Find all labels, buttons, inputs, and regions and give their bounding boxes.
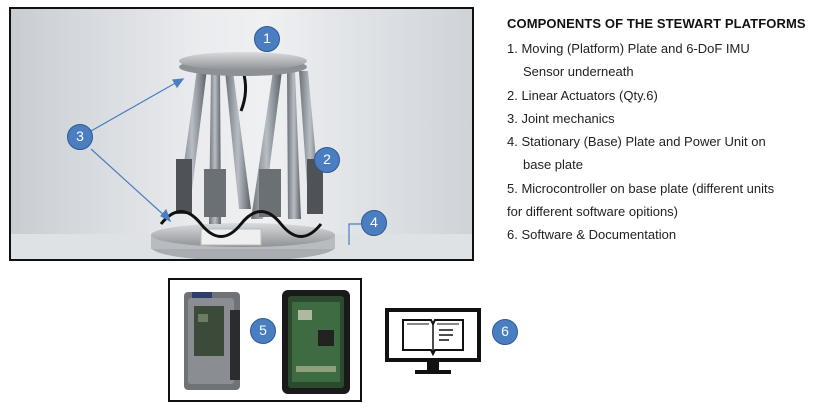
badge-3: 3 <box>67 124 93 150</box>
component-item-3-line1: 3. Joint mechanics <box>507 110 615 126</box>
component-item-3: 3. Joint mechanics <box>507 107 819 130</box>
callout-arrows <box>90 78 363 245</box>
badge-6: 6 <box>492 319 518 345</box>
badge-5: 5 <box>250 318 276 344</box>
component-item-5-line1: 5. Microcontroller on base plate (differ… <box>507 180 775 196</box>
stewart-platform-illustration <box>11 52 472 259</box>
component-item-6-line1: 6. Software & Documentation <box>507 227 677 243</box>
component-item-5-line2: for different software opitions) <box>507 204 679 220</box>
component-item-4-line2: base plate <box>523 157 583 173</box>
badge-4: 4 <box>361 210 387 236</box>
monitor-svg <box>385 308 481 374</box>
component-item-2: 2. Linear Actuators (Qty.6) <box>507 84 819 107</box>
components-list: COMPONENTS OF THE STEWART PLATFORMS 1. M… <box>507 16 819 247</box>
components-title: COMPONENTS OF THE STEWART PLATFORMS <box>507 16 806 31</box>
component-item-2-line1: 2. Linear Actuators (Qty.6) <box>507 87 658 103</box>
monitor-book-icon <box>383 306 483 378</box>
microcontroller-photo <box>168 278 362 402</box>
linear-actuators <box>176 69 323 224</box>
badge-2: 2 <box>314 147 340 173</box>
component-item-5: 5. Microcontroller on base plate (differ… <box>507 177 819 224</box>
component-item-1-line1: 1. Moving (Platform) Plate and 6-DoF IMU <box>507 41 750 56</box>
component-item-1-line2: Sensor underneath <box>523 64 634 80</box>
component-item-4: 4. Stationary (Base) Plate and Power Uni… <box>507 130 819 177</box>
stewart-platform-photo <box>9 7 474 261</box>
component-item-6: 6. Software & Documentation <box>507 223 819 246</box>
component-item-1: 1. Moving (Platform) Plate and 6-DoF IMU… <box>507 37 819 84</box>
microcontroller-illustration <box>184 290 350 394</box>
badge-1: 1 <box>254 26 280 52</box>
component-item-4-line1: 4. Stationary (Base) Plate and Power Uni… <box>507 134 766 150</box>
